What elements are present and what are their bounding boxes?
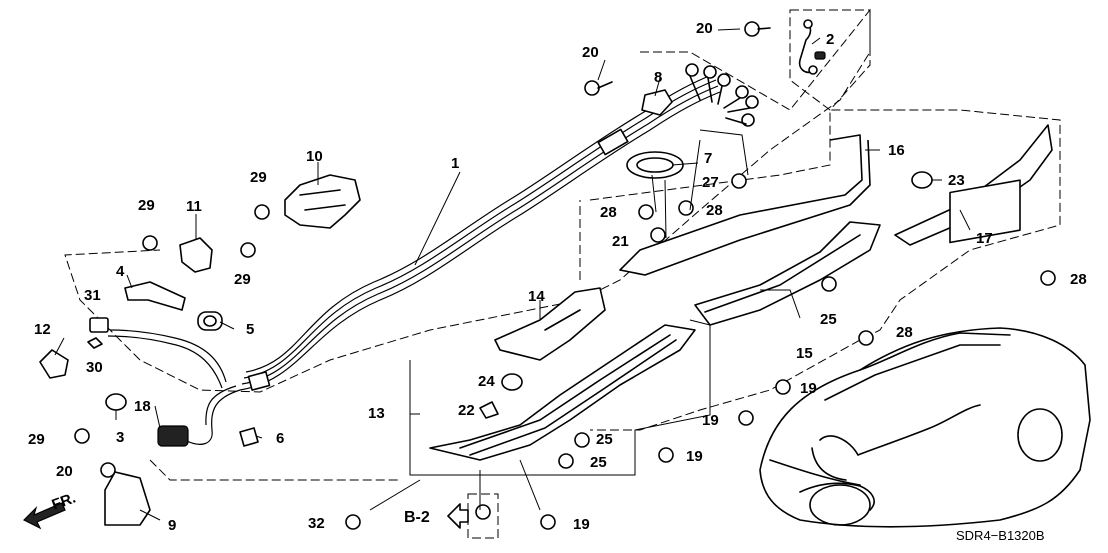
front-direction-arrow (22, 502, 66, 530)
reference-label: B-2 (404, 509, 430, 526)
part-3-band (105, 393, 127, 411)
callout-8: 8 (654, 69, 662, 86)
part-23-grommet (911, 171, 933, 189)
callout-28-c: 28 (1070, 271, 1087, 288)
callout-28-d: 28 (896, 324, 913, 341)
bolts (74, 21, 1056, 530)
part-14-cover (494, 287, 606, 361)
car-illustration (759, 179, 1091, 528)
part-24-clip (501, 373, 523, 391)
callout-11: 11 (186, 198, 202, 215)
callout-13: 13 (368, 405, 385, 422)
callout-5: 5 (246, 321, 254, 338)
callout-1: 1 (451, 155, 459, 172)
callout-2: 2 (826, 31, 834, 48)
callout-25-c: 25 (590, 454, 607, 471)
leader-lines (54, 28, 971, 521)
callout-19-a: 19 (686, 448, 703, 465)
direction-label: FR. (50, 490, 79, 514)
part-22-clip (479, 401, 499, 419)
part-5-grommet (197, 311, 223, 331)
part-18-terminal (157, 425, 189, 447)
callout-14: 14 (528, 288, 545, 305)
callout-15: 15 (796, 345, 813, 362)
callout-29-a: 29 (138, 197, 155, 214)
callout-25-a: 25 (820, 311, 837, 328)
callout-27: 27 (702, 174, 719, 191)
callout-3: 3 (116, 429, 124, 446)
battery-cable (107, 63, 759, 445)
callout-4: 4 (116, 263, 125, 280)
callout-29-c: 29 (234, 271, 251, 288)
callout-labels: 1 2 3 4 5 6 7 8 9 10 11 12 13 14 15 16 1… (28, 20, 1087, 534)
callout-12: 12 (34, 321, 51, 338)
callout-22: 22 (458, 402, 475, 419)
part-31-connector (89, 317, 109, 333)
part-4-connector (124, 281, 186, 311)
callout-18: 18 (134, 398, 151, 415)
callout-19-d: 19 (573, 516, 590, 533)
part-10-bracket (284, 174, 361, 229)
part-12-clamp (39, 349, 69, 379)
callout-19-c: 19 (800, 380, 817, 397)
callout-25-b: 25 (596, 431, 613, 448)
part-2-ground-strap (798, 19, 826, 75)
part-16-duct (619, 134, 871, 276)
part-13-cable-cover (429, 324, 696, 461)
callout-32: 32 (308, 515, 325, 532)
callout-21: 21 (612, 233, 629, 250)
callout-9: 9 (168, 517, 176, 534)
callout-20-c: 20 (56, 463, 73, 480)
part-8-clip (641, 89, 673, 116)
callout-28-b: 28 (706, 202, 723, 219)
callout-29-b: 29 (250, 169, 267, 186)
part-9-bracket (104, 471, 151, 526)
part-6-clip (239, 427, 259, 447)
callout-20-b: 20 (696, 20, 713, 37)
diagram-code: SDR4−B1320B (956, 528, 1045, 543)
callout-17: 17 (976, 230, 993, 247)
callout-29-d: 29 (28, 431, 45, 448)
callout-20-a: 20 (582, 44, 599, 61)
callout-23: 23 (948, 172, 965, 189)
callout-31: 31 (84, 287, 101, 304)
callout-10: 10 (306, 148, 323, 165)
callout-19-b: 19 (702, 412, 719, 429)
callout-7: 7 (704, 150, 712, 167)
callout-6: 6 (276, 430, 284, 447)
reference-arrow (447, 493, 499, 539)
part-30-washer (87, 337, 103, 349)
part-11-bracket (179, 237, 213, 273)
callout-30: 30 (86, 359, 103, 376)
callout-16: 16 (888, 142, 905, 159)
part-15-cable-cover (694, 221, 881, 326)
callout-24: 24 (478, 373, 495, 390)
callout-28-a: 28 (600, 204, 617, 221)
